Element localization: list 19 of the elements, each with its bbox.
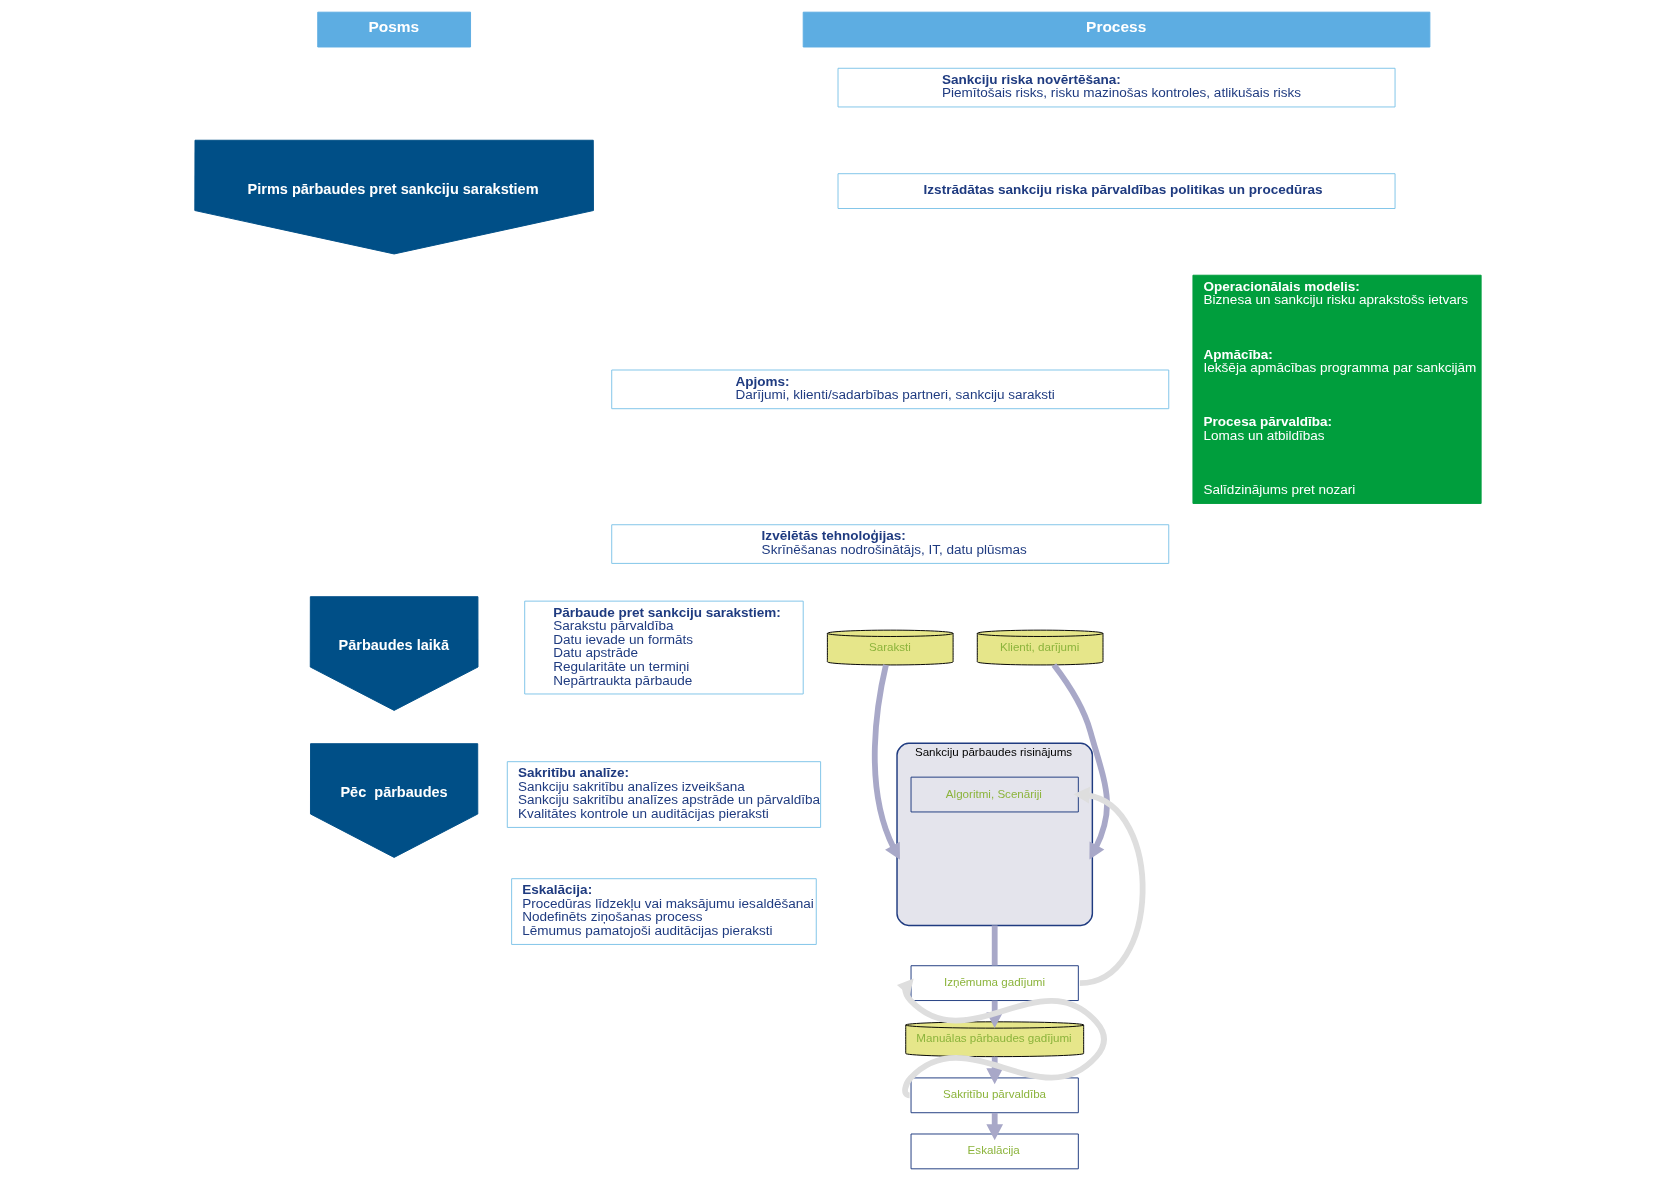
arrow: [871, 664, 900, 860]
arrow: [1073, 786, 1146, 986]
node-box: Apjoms: Darījumi, klienti/sadarbības partneri, sankciju saraksti: [611, 369, 1170, 410]
arrow: [1051, 663, 1110, 860]
connector: [991, 925, 998, 966]
node-box: Pārbaude pret sankciju sarakstiem: Sarakstu pārvaldība Datu ievade un formāts Datu apstrāde Regularitāte un termiņi Nepārtraukta pārbaude: [524, 600, 804, 695]
arrow: [896, 978, 1107, 1098]
node-box: Eskalācija: Procedūras līdzekļu vai maksājumu iesaldēšanai Nodefinēts ziņošanas process Lēmumus pamatojoši auditācijas pieraksti: [511, 878, 817, 945]
node-box: Sakritību analīze: Sankciju sakritību analīzes izveikšana Sankciju sakritību analīzes apstrāde un pārvaldība Kvalitātes kontrole un auditācijas pieraksti: [506, 761, 822, 828]
node-box: Algoritmi, Scenāriji: [910, 776, 1079, 813]
node-box: Eskalācija: [910, 1133, 1079, 1170]
node-box: Izstrādātas sankciju riska pārvaldības politikas un procedūras: [837, 173, 1396, 209]
node-box: Sankciju riska novērtēšana: Piemītošais risks, risku mazinošas kontroles, atlikušais risks: [837, 67, 1396, 108]
node-box: Operacionālais modelis: Biznesa un sankciju risku aprakstošs ietvars Apmācība: Iekšēja apmācības programma par sankcijām Procesa pārvaldība: Lomas un atbildības Salīdzinājums pret nozari: [1192, 274, 1482, 504]
node-box: Izņēmuma gadījumi: [910, 965, 1079, 1002]
node-box: Posms: [317, 11, 471, 48]
node-box: Sakritību pārvaldība: [910, 1077, 1079, 1114]
node-box: Process: [802, 11, 1431, 48]
node-box: Izvēlētās tehnoloģijas: Skrīnēšanas nodrošinātājs, IT, datu plūsmas: [611, 524, 1170, 564]
